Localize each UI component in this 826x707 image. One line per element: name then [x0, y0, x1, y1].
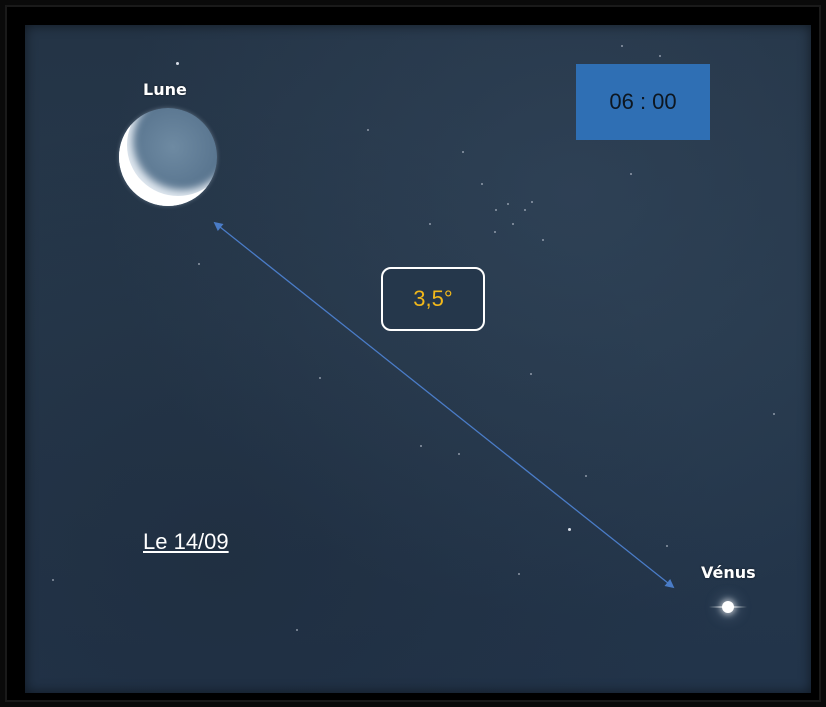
- moon-crescent: [119, 108, 217, 206]
- star: [52, 579, 54, 581]
- time-box: 06 : 00: [576, 64, 710, 140]
- moon-label: Lune: [143, 80, 187, 99]
- star: [462, 151, 464, 153]
- star: [621, 45, 623, 47]
- star: [524, 209, 526, 211]
- star: [531, 201, 533, 203]
- night-sky: Lune Vénus 06 : 00 3,5° Le 14/09: [25, 25, 811, 693]
- star: [630, 173, 632, 175]
- angular-distance-arrow: [213, 221, 675, 589]
- date-label: Le 14/09: [143, 529, 229, 554]
- star: [481, 183, 483, 185]
- venus-label: Vénus: [701, 563, 756, 582]
- star: [367, 129, 369, 131]
- venus-dot: [722, 601, 734, 613]
- star: [773, 413, 775, 415]
- angle-box: 3,5°: [381, 267, 485, 331]
- star: [198, 263, 200, 265]
- star: [507, 203, 509, 205]
- distance-line: [213, 221, 675, 589]
- star: [176, 62, 179, 65]
- star: [296, 629, 298, 631]
- star: [495, 209, 497, 211]
- star: [659, 55, 661, 57]
